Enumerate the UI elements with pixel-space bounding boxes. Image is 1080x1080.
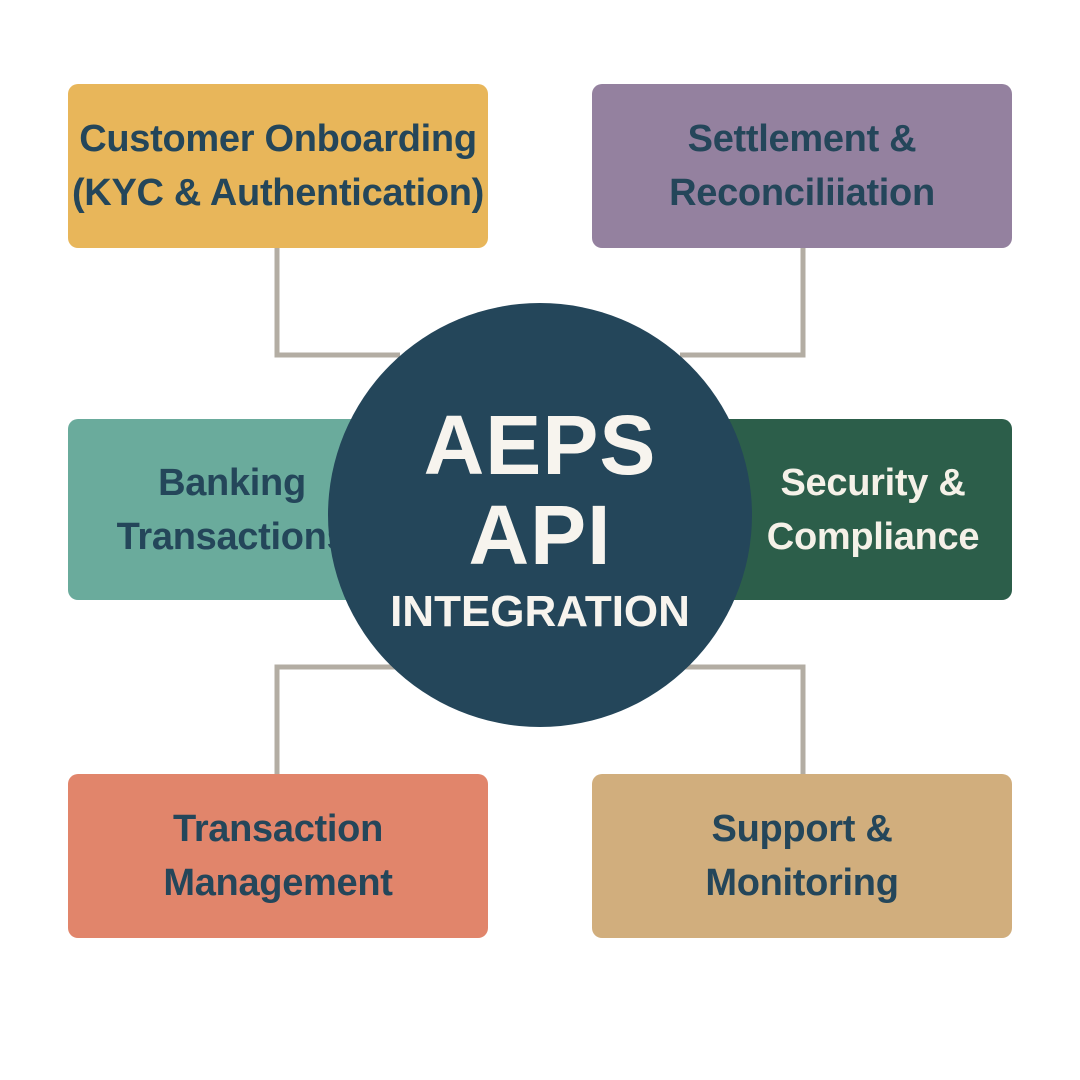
banking-line1: Banking [158,461,306,504]
security-line2: Compliance [766,515,980,558]
support-monitoring-box: Support & Monitoring [592,774,1012,938]
transaction-line2: Management [163,862,393,904]
transaction-line1: Transaction [173,808,383,850]
settlement-line2: Reconciliiation [669,172,935,214]
connector-onboarding [274,248,400,358]
connector-transaction [274,664,400,774]
transaction-management-box: Transaction Management [68,774,488,938]
support-line2: Monitoring [705,862,899,904]
customer-onboarding-line1: Customer Onboarding [79,118,477,160]
settlement-line1: Settlement & [687,118,917,160]
banking-line2: Transactions [116,515,348,558]
support-line1: Support & [711,808,893,850]
hub-title-line2: API [468,488,612,582]
connector-settlement [680,248,806,358]
customer-onboarding-box: Customer Onboarding (KYC & Authenticatio… [68,84,488,248]
hub-title-line1: AEPS [423,398,657,492]
hub-subtitle: INTEGRATION [390,587,690,636]
aeps-api-integration-hub: AEPS API INTEGRATION [328,303,752,727]
customer-onboarding-line2: (KYC & Authentication) [71,172,485,214]
settlement-reconciliation-box: Settlement & Reconciliiation [592,84,1012,248]
security-line1: Security & [780,461,966,504]
connector-support [680,664,806,774]
